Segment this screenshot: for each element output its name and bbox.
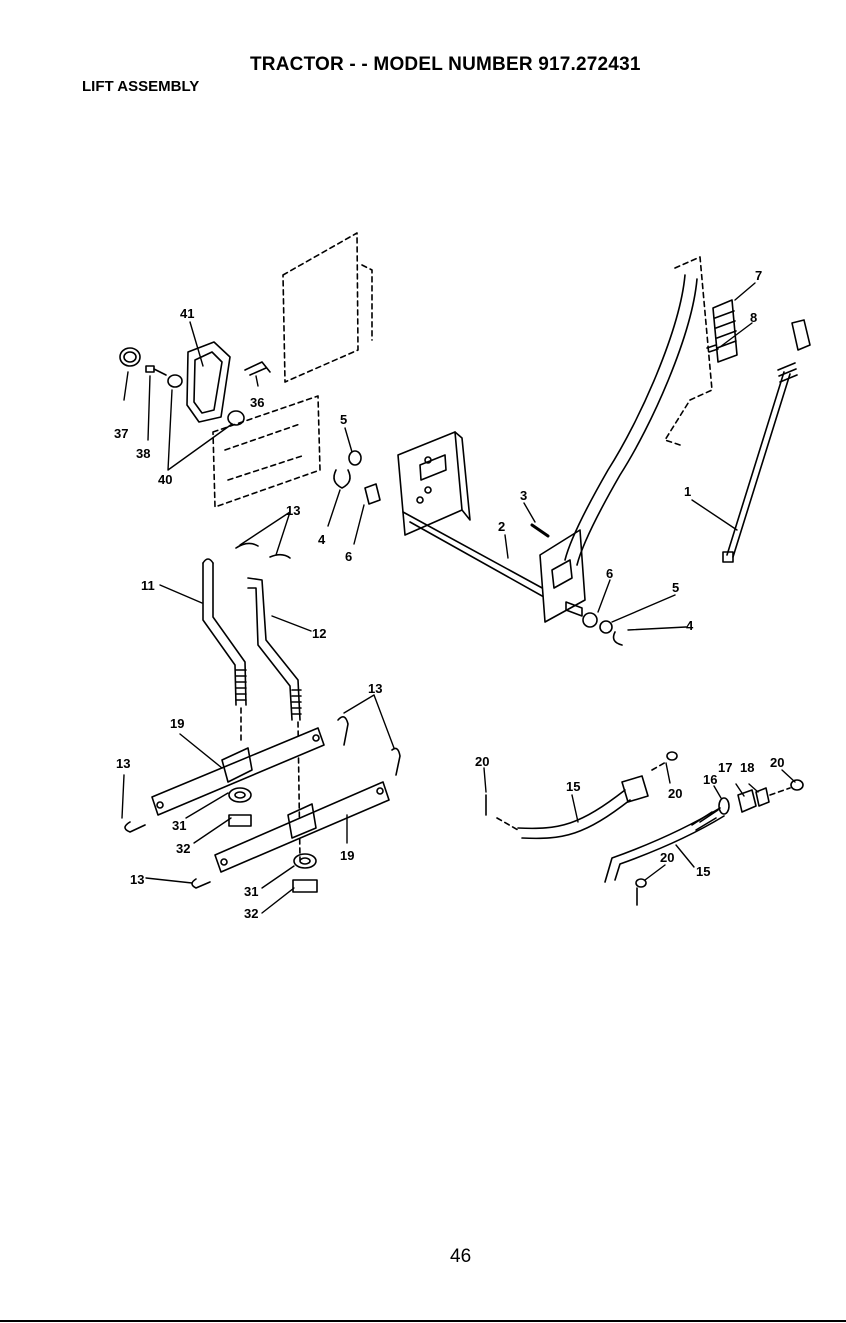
ferrule-17 (738, 790, 756, 812)
bushing-6-right (583, 613, 597, 627)
mount-plate (398, 432, 462, 535)
callout-3: 3 (520, 488, 527, 503)
rod-15-upper (518, 790, 630, 838)
dashed-panel-upper (283, 233, 372, 382)
page-number: 46 (450, 1246, 471, 1268)
pin-13-left (125, 822, 145, 832)
callout-19-lower: 19 (340, 848, 354, 863)
lever-bracket (540, 530, 585, 622)
callout-31-lower: 31 (244, 884, 258, 899)
callout-5-right: 5 (672, 580, 679, 595)
callout-7: 7 (755, 268, 762, 283)
callout-41: 41 (180, 306, 194, 321)
callout-16: 16 (703, 772, 717, 787)
link-12 (248, 578, 300, 720)
callout-32-lower: 32 (244, 906, 258, 921)
clip-20-b (667, 752, 677, 760)
callout-4-left: 4 (318, 532, 326, 547)
washer-31-lower (294, 854, 316, 868)
callout-2: 2 (498, 519, 505, 534)
callout-20-left: 20 (475, 754, 489, 769)
callout-18: 18 (740, 760, 754, 775)
nut-18 (756, 788, 769, 806)
screw-38 (146, 366, 154, 372)
callout-13-left: 13 (116, 756, 130, 771)
callout-11: 11 (141, 578, 155, 593)
bottom-rule (0, 1320, 846, 1322)
callout-32-upper: 32 (176, 841, 190, 856)
callout-1: 1 (684, 484, 691, 499)
callout-5-left: 5 (340, 412, 347, 427)
callout-15-lower: 15 (696, 864, 710, 879)
clip-20-d (791, 780, 803, 790)
callout-36: 36 (250, 395, 264, 410)
callout-37: 37 (114, 426, 128, 441)
callout-13-lower: 13 (130, 872, 144, 887)
clip-4-right (614, 632, 622, 645)
callout-15-upper: 15 (566, 779, 580, 794)
callout-19-upper: 19 (170, 716, 184, 731)
handle-dashed (665, 257, 712, 445)
nut-32-lower (293, 880, 317, 892)
rod-1-knob (792, 320, 810, 350)
callout-17: 17 (718, 760, 732, 775)
callout-20-mid: 20 (668, 786, 682, 801)
callout-40: 40 (158, 472, 172, 487)
callout-20-lower: 20 (660, 850, 674, 865)
washer-31-upper (229, 788, 251, 802)
callout-38: 38 (136, 446, 150, 461)
pin-13-top-a (236, 543, 258, 548)
clip-36 (245, 362, 270, 375)
nut-32-upper (229, 815, 251, 826)
callout-4-right: 4 (686, 618, 694, 633)
bushing-6-left (349, 451, 361, 465)
callout-12: 12 (312, 626, 326, 641)
clip-4-left (334, 470, 350, 488)
pin-13-mid-a (338, 717, 348, 745)
callout-20-right: 20 (770, 755, 784, 770)
washer-40a (168, 375, 182, 387)
bushing-6b (365, 484, 380, 504)
dashed-bracket (213, 396, 320, 507)
pin-13-top-b (270, 555, 290, 558)
callout-6-left: 6 (345, 549, 352, 564)
link-11 (203, 563, 246, 705)
callout-13-top: 13 (286, 503, 300, 518)
cap-37 (120, 348, 140, 366)
pin-13-lower (192, 879, 210, 888)
callout-31-upper: 31 (172, 818, 186, 833)
washer-16 (719, 798, 729, 814)
grip-7 (713, 300, 737, 362)
pin-13-mid-b (392, 748, 400, 775)
washer-40b (228, 411, 244, 425)
washer-5-right (600, 621, 612, 633)
pin-3 (532, 525, 548, 536)
callout-13-mid: 13 (368, 681, 382, 696)
callout-6-right: 6 (606, 566, 613, 581)
callout-8: 8 (750, 310, 757, 325)
